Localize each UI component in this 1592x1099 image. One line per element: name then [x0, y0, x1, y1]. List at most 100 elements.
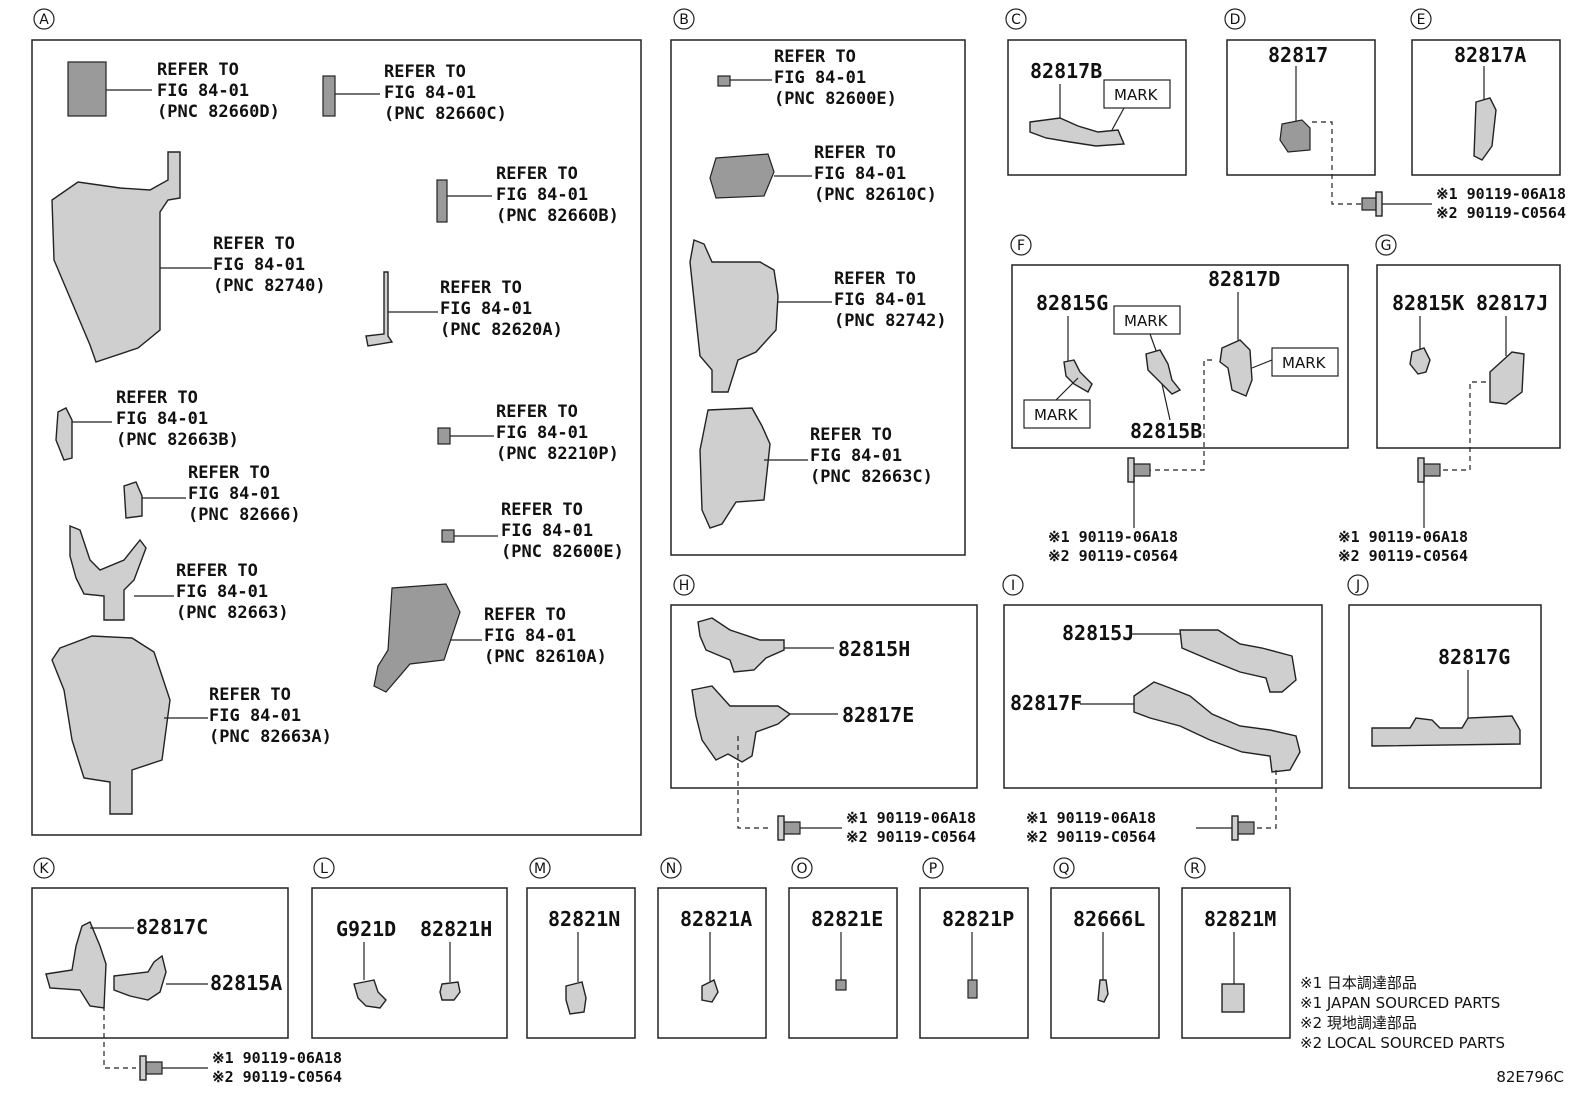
part-82821h-shape [439, 981, 461, 1001]
part-82620a-shape [365, 271, 394, 347]
refer-82663a: REFER TO FIG 84-01 (PNC 82663A) [209, 685, 332, 747]
svg-text:※1 90119-06A18: ※1 90119-06A18 [1026, 809, 1156, 827]
refer-82666: REFER TO FIG 84-01 (PNC 82666) [188, 463, 301, 525]
svg-text:(PNC 82666): (PNC 82666) [188, 505, 301, 525]
part-82663b-shape [55, 407, 73, 461]
part-82821m-shape [1221, 983, 1245, 1013]
svg-text:※1 90119-06A18: ※1 90119-06A18 [1048, 528, 1178, 546]
svg-text:(PNC 82600E): (PNC 82600E) [501, 542, 624, 562]
section-k: 82817C 82815A ※1 90119-06A18 ※2 90119-C0… [45, 915, 342, 1086]
svg-text:REFER TO: REFER TO [157, 60, 239, 80]
part-number-g2: 82817J [1476, 291, 1548, 315]
part-number-f2: 82817D [1208, 267, 1280, 291]
svg-text:REFER TO: REFER TO [814, 143, 896, 163]
section-o: 82821E [811, 907, 883, 991]
refer-82600e-a: REFER TO FIG 84-01 (PNC 82600E) [501, 500, 624, 562]
frame-l [311, 887, 508, 1039]
frame-a [31, 39, 642, 836]
part-82660d-shape [67, 61, 107, 117]
svg-text:(PNC 82600E): (PNC 82600E) [774, 89, 897, 109]
part-82815a-shape [113, 954, 167, 1001]
part-82817e-shape [691, 685, 792, 763]
part-82815g-shape [1063, 359, 1093, 393]
mark-label-f1: MARK [1034, 406, 1079, 424]
part-82210p-shape [437, 427, 451, 445]
section-f: 82815G MARK MARK 82815B 82817D MARK ※1 9… [1023, 267, 1339, 565]
svg-text:N: N [666, 861, 676, 877]
section-g: 82815K 82817J ※1 90119-06A18 ※2 90119-C0… [1338, 291, 1548, 565]
part-82821a-shape [701, 979, 719, 1003]
frame-c [1007, 39, 1187, 176]
part-number-k2: 82815A [210, 971, 282, 995]
section-h: 82815H 82817E ※1 90119-06A18 ※2 90119-C0… [691, 617, 976, 846]
part-number-c: 82817B [1030, 59, 1102, 83]
legend: ※1 日本調達部品 ※1 JAPAN SOURCED PARTS ※2 現地調達… [1300, 974, 1505, 1052]
refer-82610c: REFER TO FIG 84-01 (PNC 82610C) [814, 143, 937, 205]
section-b: REFER TO FIG 84-01 (PNC 82600E) REFER TO… [689, 47, 947, 529]
part-number-i1: 82815J [1062, 621, 1134, 645]
svg-text:F: F [1017, 238, 1025, 254]
frame-r [1181, 887, 1291, 1039]
part-82666-shape [123, 481, 143, 519]
part-number-l2: 82821H [420, 917, 492, 941]
svg-text:※2 90119-C0564: ※2 90119-C0564 [212, 1068, 342, 1086]
section-r: 82821M [1204, 907, 1276, 1013]
section-a: REFER TO FIG 84-01 (PNC 82660D) REFER TO… [51, 60, 624, 815]
part-82817c-shape [45, 921, 107, 1009]
part-number-r: 82821M [1204, 907, 1276, 931]
svg-text:(PNC 82740): (PNC 82740) [213, 276, 326, 296]
section-q: 82666L [1073, 907, 1145, 1003]
mark-label-c: MARK [1114, 86, 1159, 104]
part-number-e: 82817A [1454, 43, 1526, 67]
svg-text:Q: Q [1058, 861, 1069, 877]
svg-text:REFER TO: REFER TO [384, 62, 466, 82]
frame-b [670, 39, 966, 556]
frame-g [1376, 264, 1561, 449]
part-number-h1: 82815H [838, 637, 910, 661]
diagram-code: 82E796C [1496, 1068, 1564, 1086]
bolt-head-cde [1375, 191, 1383, 217]
section-c: 82817B MARK [1029, 59, 1171, 147]
svg-text:E: E [1417, 12, 1426, 28]
svg-text:FIG 84-01: FIG 84-01 [213, 255, 305, 275]
part-number-q: 82666L [1073, 907, 1145, 931]
part-82817-shape [1279, 119, 1311, 153]
svg-text:※1 90119-06A18: ※1 90119-06A18 [1338, 528, 1468, 546]
part-82817b-shape [1029, 117, 1126, 147]
part-82817g-shape [1371, 715, 1521, 747]
frame-f [1011, 264, 1349, 449]
svg-text:REFER TO: REFER TO [209, 685, 291, 705]
part-82660b-shape [436, 179, 448, 223]
part-82815j-shape [1179, 629, 1297, 693]
part-number-f3: 82815B [1130, 419, 1202, 443]
svg-text:(PNC 82610A): (PNC 82610A) [484, 647, 607, 667]
svg-text:※1 日本調達部品: ※1 日本調達部品 [1300, 974, 1417, 992]
mark-label-f3: MARK [1282, 354, 1327, 372]
part-82610a-shape [373, 583, 461, 693]
svg-text:REFER TO: REFER TO [213, 234, 295, 254]
refer-82663b: REFER TO FIG 84-01 (PNC 82663B) [116, 388, 239, 450]
part-82817j-shape [1489, 351, 1525, 405]
svg-text:REFER TO: REFER TO [834, 269, 916, 289]
frame-q [1050, 887, 1160, 1039]
svg-text:(PNC 82663B): (PNC 82663B) [116, 430, 239, 450]
frame-i [1003, 604, 1323, 789]
part-82815h-shape [697, 617, 785, 673]
svg-text:FIG 84-01: FIG 84-01 [209, 706, 301, 726]
svg-text:L: L [320, 861, 328, 877]
frame-h [670, 604, 978, 789]
svg-text:D: D [1230, 12, 1241, 28]
refer-82663: REFER TO FIG 84-01 (PNC 82663) [176, 561, 289, 623]
part-number-h2: 82817E [842, 703, 914, 727]
frame-p [919, 887, 1029, 1039]
svg-text:R: R [1190, 861, 1200, 877]
part-number-k1: 82817C [136, 915, 208, 939]
section-labels: A B C D E F G H I J K L M N O P Q R [33, 8, 1432, 879]
section-i: 82815J 82817F ※1 90119-06A18 ※2 90119-C0… [1010, 621, 1301, 846]
svg-text:※1 90119-06A18: ※1 90119-06A18 [212, 1049, 342, 1067]
part-82815b-shape [1145, 349, 1182, 395]
part-82663-shape [69, 524, 147, 621]
svg-text:(PNC 82742): (PNC 82742) [834, 311, 947, 331]
svg-text:B: B [679, 12, 689, 28]
